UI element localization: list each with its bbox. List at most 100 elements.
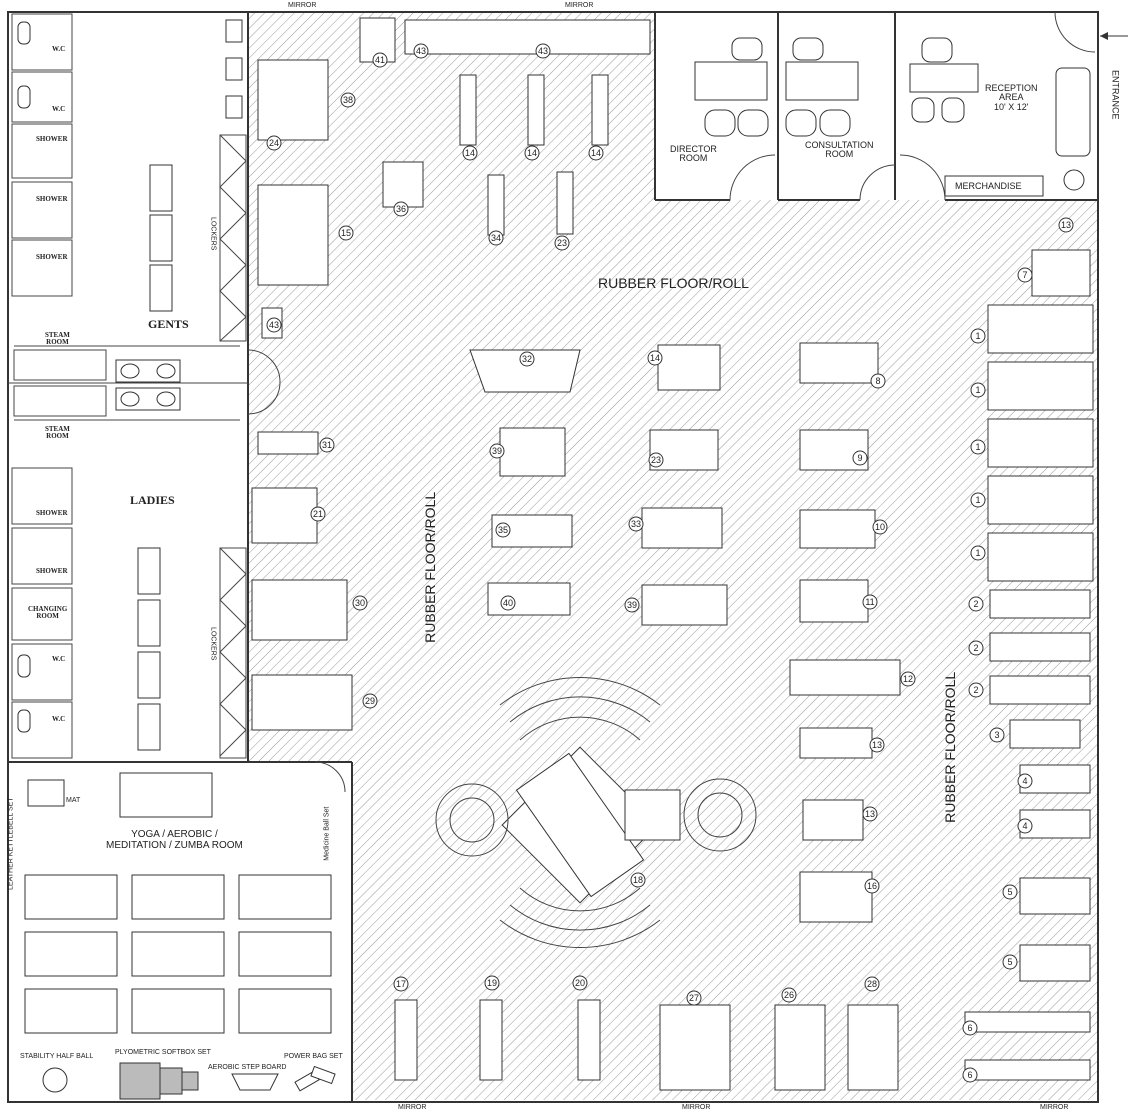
- steam-room-label-gents: STEAM ROOM: [45, 331, 70, 347]
- rubber-floor-area: [248, 13, 1097, 1100]
- equipment-number-6-1: 6: [967, 1070, 972, 1080]
- merchandise-label: MERCHANDISE: [955, 181, 1022, 191]
- equipment-marker-43: [413, 43, 429, 59]
- equipment-number-20: 20: [575, 978, 585, 988]
- equipment-marker-20: [572, 975, 588, 991]
- ladies-label: LADIES: [130, 493, 175, 507]
- equipment-marker-43-2: [266, 317, 282, 333]
- equipment-number-2-2: 2: [973, 685, 978, 695]
- equipment-marker-1-4: [970, 545, 986, 561]
- equipment-number-5: 5: [1007, 887, 1012, 897]
- gents-label: GENTS: [148, 317, 189, 331]
- shower-label-4: SHOWER: [36, 509, 68, 517]
- equipment-number-39-1: 39: [492, 446, 502, 456]
- equipment-marker-5-1: [1002, 954, 1018, 970]
- equipment-number-43: 43: [416, 46, 426, 56]
- equipment-number-4: 4: [1022, 776, 1027, 786]
- equipment-number-21: 21: [313, 509, 323, 519]
- equipment-marker-1-1: [970, 382, 986, 398]
- equipment-marker-15: [338, 225, 354, 241]
- mirror-label-bottom-left: MIRROR: [398, 1104, 427, 1111]
- director-room-label: DIRECTOR ROOM: [670, 144, 717, 164]
- gents-lockers-label: LOCKERS: [209, 216, 217, 251]
- outer-wall: [7, 11, 1099, 1103]
- equipment-number-41: 41: [375, 55, 385, 65]
- shower-label-2: SHOWER: [36, 195, 68, 203]
- shower-label-3: SHOWER: [36, 253, 68, 261]
- equipment-number-2: 2: [973, 599, 978, 609]
- equipment-marker-24: [266, 135, 282, 151]
- equipment-marker-39-1: [489, 443, 505, 459]
- ladies-lockers: [219, 547, 247, 759]
- wc-label-1: W.C: [52, 45, 66, 53]
- equipment-marker-12: [900, 671, 916, 687]
- yoga-room-label: YOGA / AEROBIC / MEDITATION / ZUMBA ROOM: [106, 829, 243, 851]
- wc-label-2: W.C: [52, 105, 66, 113]
- kettlebell-set-label: LEATHER KETTLEBELL SET: [7, 797, 15, 890]
- plyometric-softbox-icon: [119, 1062, 199, 1100]
- stability-half-ball-icon: [42, 1067, 68, 1093]
- equipment-number-14-3: 14: [650, 353, 660, 363]
- entrance-arrow-icon: [1100, 32, 1128, 40]
- flat-benches: [382, 74, 609, 236]
- equipment-marker-2-1: [968, 640, 984, 656]
- equipment-marker-18: [630, 872, 646, 888]
- equipment-marker-32: [519, 351, 535, 367]
- equipment-marker-14-1: [524, 145, 540, 161]
- equipment-marker-23: [554, 235, 570, 251]
- consultation-room-label: CONSULTATION ROOM: [805, 140, 874, 160]
- equipment-marker-13-1: [869, 737, 885, 753]
- equipment-number-1-1: 1: [975, 385, 980, 395]
- equipment-marker-14: [462, 145, 478, 161]
- equipment-marker-7: [1017, 267, 1033, 283]
- equipment-number-8: 8: [875, 376, 880, 386]
- equipment-marker-27: [686, 990, 702, 1006]
- gents-bench-1: [149, 164, 173, 212]
- wc-label-3: W.C: [52, 655, 66, 663]
- gents-bench-2: [149, 214, 173, 262]
- equipment-marker-13-2: [862, 806, 878, 822]
- reception-sofa: [1055, 67, 1091, 157]
- ladies-bench-4: [137, 703, 161, 751]
- equipment-marker-38: [340, 92, 356, 108]
- equipment-marker-13: [1058, 217, 1074, 233]
- mirror-label-top-right: MIRROR: [565, 2, 594, 9]
- equipment-number-14-2: 14: [591, 148, 601, 158]
- merchandise-counter: [944, 175, 1044, 197]
- equipment-number-6: 6: [967, 1023, 972, 1033]
- ladies-bench-1: [137, 547, 161, 595]
- dumbbell-racks: [359, 17, 651, 63]
- yoga-room-mats: [24, 772, 332, 1034]
- centre-machines: [469, 342, 901, 923]
- equipment-number-1: 1: [975, 331, 980, 341]
- equipment-number-16: 16: [867, 881, 877, 891]
- equipment-marker-21: [310, 506, 326, 522]
- reception-desk: [909, 37, 979, 123]
- equipment-number-24: 24: [269, 138, 279, 148]
- equipment-number-23-1: 23: [651, 455, 661, 465]
- ladies-bench-3: [137, 651, 161, 699]
- equipment-marker-29: [362, 693, 378, 709]
- shower-label-1: SHOWER: [36, 135, 68, 143]
- equipment-number-28: 28: [867, 979, 877, 989]
- changing-room-label: CHANGING ROOM: [28, 605, 68, 621]
- equipment-marker-17: [393, 976, 409, 992]
- equipment-marker-8: [870, 373, 886, 389]
- equipment-marker-3: [989, 727, 1005, 743]
- equipment-number-32: 32: [522, 354, 532, 364]
- equipment-number-13-2: 13: [865, 809, 875, 819]
- wc-label-4: W.C: [52, 715, 66, 723]
- equipment-marker-41: [372, 52, 388, 68]
- equipment-number-15: 15: [341, 228, 351, 238]
- steam-rooms: [13, 349, 181, 417]
- equipment-number-14: 14: [465, 148, 475, 158]
- equipment-marker-19: [484, 975, 500, 991]
- equipment-number-5-1: 5: [1007, 957, 1012, 967]
- equipment-marker-1: [970, 328, 986, 344]
- equipment-number-12: 12: [903, 674, 913, 684]
- equipment-marker-14-2: [588, 145, 604, 161]
- mat-label: MAT: [66, 797, 81, 804]
- equipment-marker-5: [1002, 884, 1018, 900]
